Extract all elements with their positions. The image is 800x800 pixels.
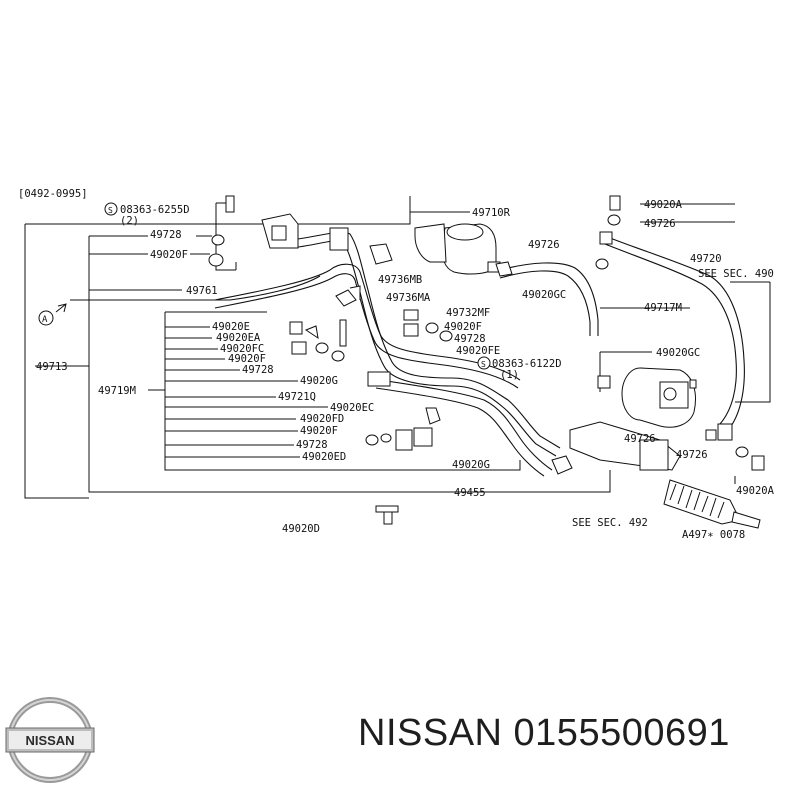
part-number-label: 49726 — [528, 239, 560, 251]
svg-text:S: S — [481, 360, 486, 369]
date-code-label: [0492-0995] — [18, 188, 88, 200]
figure-ref-label: A497∗ 0078 — [682, 529, 745, 541]
nissan-logo: NISSAN — [5, 697, 95, 783]
steering-pump — [595, 195, 765, 471]
part-number-label: 49020GC — [656, 347, 700, 359]
bolt-spec-symbols: S S — [104, 202, 491, 370]
part-number-label: 49717M — [644, 302, 682, 314]
part-number-label: 49020G — [452, 459, 490, 471]
part-number-label: (1) — [500, 369, 519, 381]
part-number-label: 49020F — [444, 321, 482, 333]
hoses-and-pipes — [70, 231, 745, 477]
parts-sketches — [38, 195, 765, 529]
steering-rack — [569, 421, 761, 529]
callout-marker-label: A — [42, 315, 48, 325]
part-number-label: 49020F — [150, 249, 188, 261]
part-number-label: 49020EC — [330, 402, 374, 414]
part-number-label: 49020D — [282, 523, 320, 535]
part-number-label: 49728 — [454, 333, 486, 345]
part-number-label: 49020GC — [522, 289, 566, 301]
clamps-middle — [289, 261, 573, 525]
part-number-label: 49020EA — [216, 332, 261, 344]
part-number-label: (2) — [120, 215, 139, 227]
logo-text: NISSAN — [25, 733, 74, 748]
part-number-label: 49761 — [186, 285, 218, 297]
part-number-label: 49020A — [736, 485, 775, 497]
part-number-label: 49020F — [228, 353, 266, 365]
svg-text:S: S — [108, 206, 113, 215]
bracket-lines — [24, 196, 771, 499]
part-number-label: 49736MB — [378, 274, 422, 286]
part-number-label: 49732MF — [446, 307, 490, 319]
part-number-label: 49020ED — [302, 451, 346, 463]
part-number-label: 08363-6255D — [120, 204, 190, 216]
part-number-label: 08363-6122D — [492, 358, 562, 370]
part-number-title: NISSAN 0155500691 — [358, 712, 730, 754]
part-number-label: 49736MA — [386, 292, 431, 304]
part-number-label: 49020FD — [300, 413, 344, 425]
part-number-label: 49726 — [676, 449, 708, 461]
part-number-label: 49455 — [454, 487, 486, 499]
part-number-label: 49020FE — [456, 345, 500, 357]
part-number-label: 49713 — [36, 361, 68, 373]
part-number-label: 49719M — [98, 385, 136, 397]
part-number-label: 49721Q — [278, 391, 316, 403]
see-sec-492-label: SEE SEC. 492 — [572, 517, 648, 529]
see-sec-490-label: SEE SEC. 490 — [698, 268, 774, 280]
part-number-label: 49728 — [242, 364, 274, 376]
part-number-label: 49020E — [212, 321, 250, 333]
reservoir — [414, 223, 501, 275]
part-number-label: 49728 — [296, 439, 328, 451]
callout-arrows — [38, 303, 67, 326]
part-number-label: 49710R — [472, 207, 511, 219]
part-number-label: 49020A — [644, 199, 683, 211]
part-labels: [0492-0995] A497∗ 0078 A SEE SEC. 490 SE… — [18, 188, 775, 541]
part-number-label: 49020G — [300, 375, 338, 387]
part-number-label: 49726 — [644, 218, 676, 230]
part-number-label: 49726 — [624, 433, 656, 445]
part-number-label: 49720 — [690, 253, 722, 265]
part-number-label: 49728 — [150, 229, 182, 241]
fitting-cluster-top — [208, 195, 393, 307]
part-number-label: 49020F — [300, 425, 338, 437]
part-number-label: 49020FC — [220, 343, 264, 355]
